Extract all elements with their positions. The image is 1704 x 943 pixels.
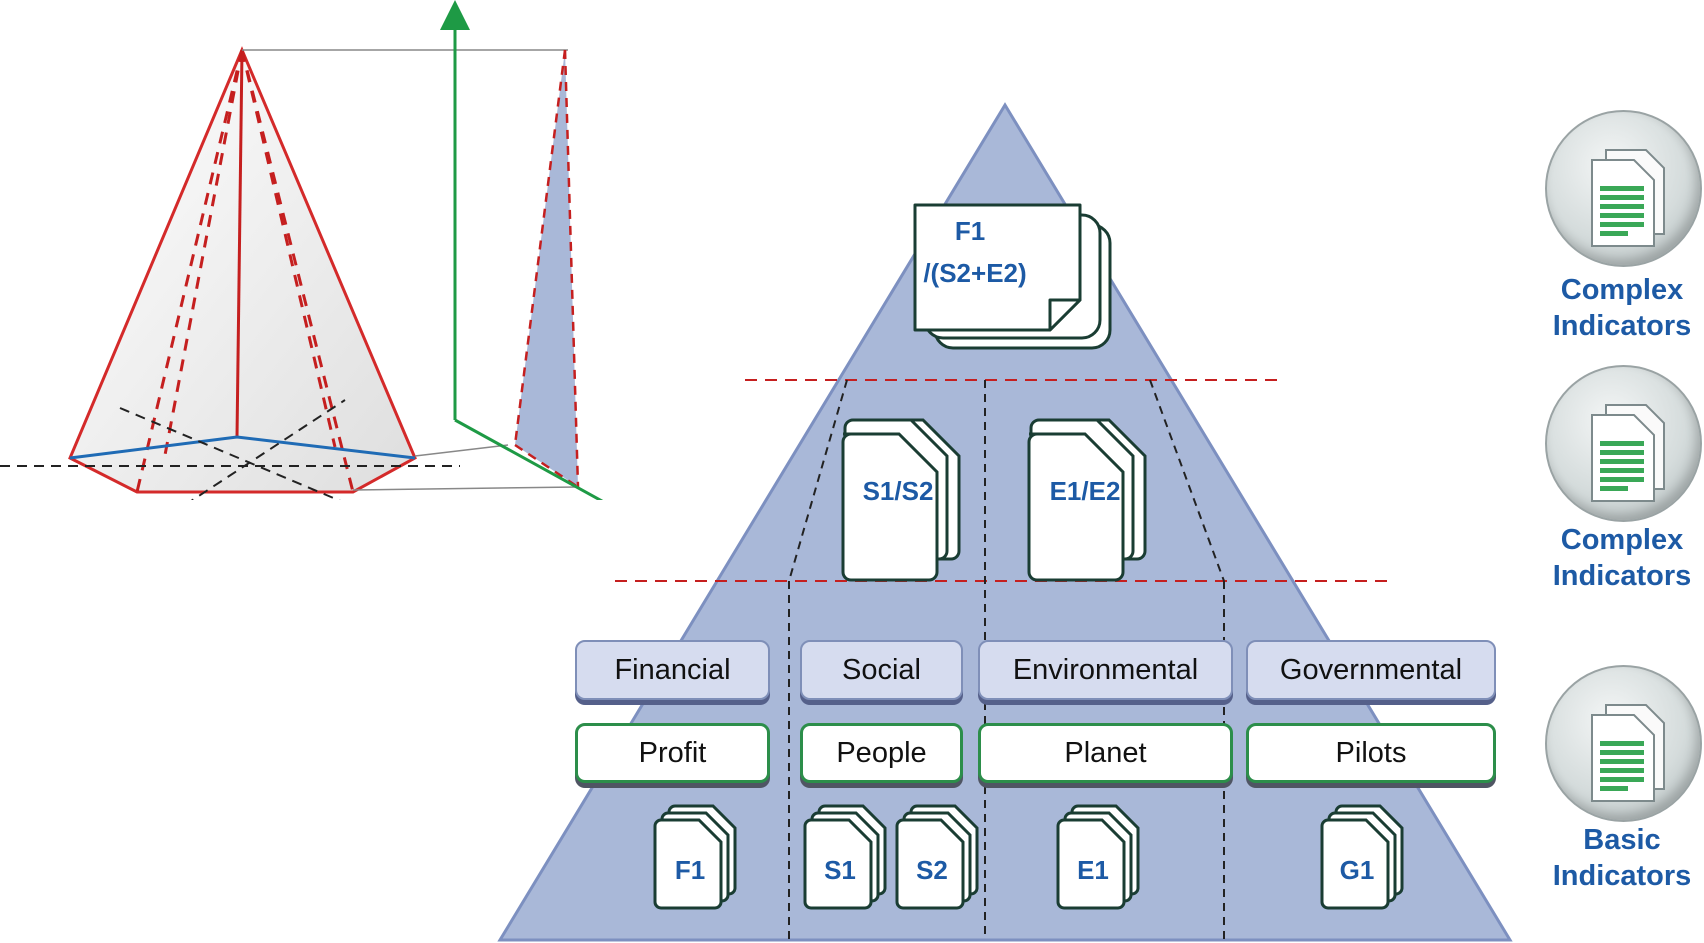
cone-hidden-edges <box>135 49 355 493</box>
top-formula-line1: F1 <box>954 216 986 246</box>
base-blue-line <box>69 435 416 460</box>
category-environmental: Environmental <box>978 640 1233 700</box>
indicator-label-line1: Basic <box>1583 824 1661 856</box>
base-doc-label-s2: S2 <box>916 855 948 885</box>
pillar-profit: Profit <box>575 723 770 783</box>
middle-doc-label-e: E1/E2 <box>1049 476 1121 506</box>
top-formula-line2: /(S2+E2) <box>923 258 1027 288</box>
base-doc-label-g1: G1 <box>1339 855 1375 885</box>
base-doc-icon <box>653 804 737 910</box>
indicator-label-basic: Basic Indicators <box>1537 822 1704 894</box>
indicator-icon-basic <box>1545 665 1702 822</box>
reference-dashes <box>0 399 460 500</box>
indicator-label-line1: Complex <box>1560 274 1684 306</box>
base-doc-icon <box>803 804 887 910</box>
level-dividers <box>615 379 1395 582</box>
doc-s1-s2 <box>841 418 961 582</box>
base-doc-icon <box>1056 804 1140 910</box>
indicator-label-line1: Complex <box>1560 524 1684 556</box>
cone-axis <box>235 49 244 438</box>
base-doc-label-s1: S1 <box>824 855 856 885</box>
category-social: Social <box>800 640 963 700</box>
base-doc-icon <box>1320 804 1404 910</box>
base-doc-label-f1: F1 <box>674 855 706 885</box>
pillar-planet: Planet <box>978 723 1233 783</box>
base-doc-label-e1: E1 <box>1077 855 1109 885</box>
diagonal-axis-arrow <box>454 418 604 500</box>
projection-edges <box>513 49 580 489</box>
indicator-icon-complex-1 <box>1545 110 1702 267</box>
top-formula-doc <box>913 203 1112 350</box>
bottom-guide <box>352 486 579 491</box>
indicator-label-complex-2: Complex Indicators <box>1537 522 1704 594</box>
category-financial: Financial <box>575 640 770 700</box>
doc-e1-e2 <box>1027 418 1147 582</box>
category-governmental: Governmental <box>1246 640 1496 700</box>
indicator-label-line2: Indicators <box>1552 560 1692 592</box>
indicator-label-complex-1: Complex Indicators <box>1537 272 1704 344</box>
cone-body <box>68 46 417 494</box>
indicator-icon-complex-2 <box>1545 365 1702 522</box>
middle-doc-label-s: S1/S2 <box>862 476 934 506</box>
base-doc-icon <box>895 804 979 910</box>
pillar-people: People <box>800 723 963 783</box>
indicator-label-line2: Indicators <box>1552 310 1692 342</box>
pyramid-3d-sketch <box>0 0 604 500</box>
indicator-label-line2: Indicators <box>1552 860 1692 892</box>
mid-guide <box>414 444 509 457</box>
pillar-pilots: Pilots <box>1246 723 1496 783</box>
projection-shape <box>515 50 578 487</box>
